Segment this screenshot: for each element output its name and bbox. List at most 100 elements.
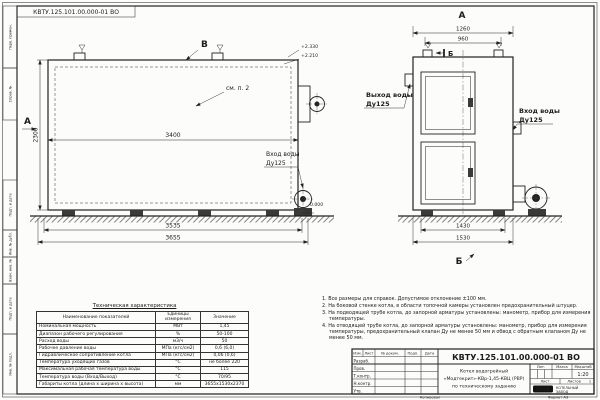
spec-unit: МПа (кгс/см2) xyxy=(155,344,201,353)
tb-col-izm: Изм. xyxy=(353,352,361,356)
side-flange-hub xyxy=(314,101,320,107)
format-note: Формат А3 xyxy=(548,396,568,400)
tb-doc-number: КВТУ.125.101.00.000-01 ВО xyxy=(452,353,580,362)
spec-value: 1,45 xyxy=(200,322,249,332)
ground-hatch xyxy=(30,216,334,223)
strip-label: Подп. и дата xyxy=(9,297,13,320)
side-view: 3400 2300 3535 3655 +2.330 +2.210 0.000 … xyxy=(22,40,334,245)
tb-row-nkontr: Н.контр. xyxy=(354,381,372,386)
level-mark-2: +2.210 xyxy=(301,53,318,59)
strip-label: Подп. и дата xyxy=(9,193,13,216)
foundation-foot xyxy=(493,210,505,216)
dim-width: 3400 xyxy=(165,132,180,139)
spec-name: Расход воды xyxy=(36,337,156,346)
tb-sheets-label: Листов xyxy=(567,380,580,384)
spec-row: Расход воды м3/ч 50 xyxy=(36,337,249,346)
spec-section: Техническая характеристика Наименование … xyxy=(36,303,249,389)
foundation-foot xyxy=(198,210,211,216)
spec-unit: °С xyxy=(155,365,201,375)
copy-note: Копировал xyxy=(420,396,441,400)
tb-col-sign: Подп. xyxy=(408,352,419,356)
dim-bottom-inner: 1430 xyxy=(456,224,470,230)
spec-unit: °С xyxy=(155,373,201,382)
spec-value: 50 xyxy=(200,337,249,346)
strip-label: Инв. № подл. xyxy=(9,352,13,375)
spec-unit: МВт xyxy=(155,322,201,332)
spec-value: 3655х1530х2370 xyxy=(200,380,249,389)
tb-col-date: Дата xyxy=(425,352,434,356)
dim-top-inner: 960 xyxy=(458,37,469,43)
level-zero: 0.000 xyxy=(310,202,323,208)
strip-label: Справ. № xyxy=(9,85,13,102)
tb-company-line1: КОТЕЛЬНЫЙ xyxy=(556,385,579,390)
tb-col-list: Лист xyxy=(364,352,373,356)
spec-value: 0,6 (6,0) xyxy=(200,344,249,353)
roof-cap xyxy=(493,49,504,58)
fan-base xyxy=(528,209,546,216)
spec-row: Гидравлическое сопротивление котла МПа (… xyxy=(36,351,249,360)
kvzr-logo-text: KVZR xyxy=(536,387,550,393)
spec-name: Рабочее давление воды xyxy=(36,344,156,353)
note-item: 4. На отводящей трубе котла, до запорной… xyxy=(322,323,587,342)
spec-value: не более 220 xyxy=(200,358,249,367)
title-block: Изм. Лист № докум. Подп. Дата Разраб. Пр… xyxy=(351,348,595,395)
spec-header-row: Наименование показателей Единицы измерен… xyxy=(36,310,249,324)
dim-overall: 3655 xyxy=(165,235,180,242)
tb-company-line2: ЗАВОД xyxy=(556,390,568,394)
spec-row: Температура уходящих газов °С не более 2… xyxy=(36,358,249,367)
dim-bottom-outer: 1530 xyxy=(456,236,470,242)
pump-hub xyxy=(300,196,306,202)
flag-marker xyxy=(424,42,432,49)
roof-cap xyxy=(422,49,433,58)
tb-col-docnum: № докум. xyxy=(381,352,399,356)
dim-height: 2300 xyxy=(33,127,40,142)
spec-row: Номинальная мощность МВт 1,45 xyxy=(36,322,249,332)
spec-unit: м3/ч xyxy=(155,337,201,346)
tb-scale-label: Масштаб xyxy=(574,365,592,369)
spec-unit: мм xyxy=(155,380,201,389)
boiler-inner-casing xyxy=(54,66,292,204)
inlet-label: Вход воды xyxy=(519,107,560,115)
strip-label: Инв. № дубл. xyxy=(9,232,13,255)
tb-row-razrab: Разраб. xyxy=(354,359,370,364)
flag-marker xyxy=(216,44,224,51)
spec-name: Номинальная мощность xyxy=(36,322,156,332)
level-mark-1: +2.330 xyxy=(301,44,318,50)
spec-value: 115 xyxy=(200,365,249,375)
tb-lit-label: Лит. xyxy=(537,365,545,369)
inlet-size: Ду125 xyxy=(266,160,286,167)
note-item: 2. На боковой стенке котла, в области то… xyxy=(322,303,578,310)
spec-col-value: Значение xyxy=(200,310,249,324)
section-label-B-top: Б xyxy=(448,50,453,58)
foundation-foot xyxy=(421,210,433,216)
view-label-A: А xyxy=(459,11,466,21)
outlet-label: Выход воды xyxy=(366,91,413,99)
spec-row: Габариты котла (длина х ширина х высота)… xyxy=(36,380,249,389)
foundation-foot xyxy=(266,210,279,216)
tb-mass-label: Масса xyxy=(556,365,567,369)
spec-row: Рабочее давление воды МПа (кгс/см2) 0,6 … xyxy=(36,344,249,353)
spec-row: Максимальная рабочая температура воды °С… xyxy=(36,365,249,375)
view-dir-label-B: Б xyxy=(456,257,463,267)
doc-number-top-box xyxy=(16,5,136,18)
spec-row: Температура воды (Вход/Выход) °С 70/95 xyxy=(36,373,249,382)
upper-door-inner xyxy=(425,76,471,130)
tb-product-line2: «Модтекрит»-КВр-1,45-КВЦ (РВР) xyxy=(444,376,525,382)
foundation-foot xyxy=(130,210,143,216)
dim-base: 3535 xyxy=(165,223,180,230)
flag-marker xyxy=(78,44,86,51)
upper-door xyxy=(420,71,476,135)
strip-cell xyxy=(2,333,18,395)
spec-col-name: Наименование показателей xyxy=(36,310,156,324)
outlet-size: Ду125 xyxy=(366,100,390,108)
notes-block: 1. Все размеры для справок. Допустимое о… xyxy=(322,296,592,343)
inlet-label: Вход воды xyxy=(266,151,300,158)
pump-base xyxy=(294,208,312,216)
doc-number-top: КВТУ.125.101.00.000-01 ВО xyxy=(33,9,119,16)
tb-row-tkontr: Т.контр. xyxy=(353,374,371,379)
kvzr-logo xyxy=(533,385,553,393)
spec-value: 0,06 (0,6) xyxy=(200,351,249,360)
spec-name: Максимальная рабочая температура воды xyxy=(36,365,156,375)
note-item: 3. На подводящей трубе котла, до запорно… xyxy=(322,310,591,323)
